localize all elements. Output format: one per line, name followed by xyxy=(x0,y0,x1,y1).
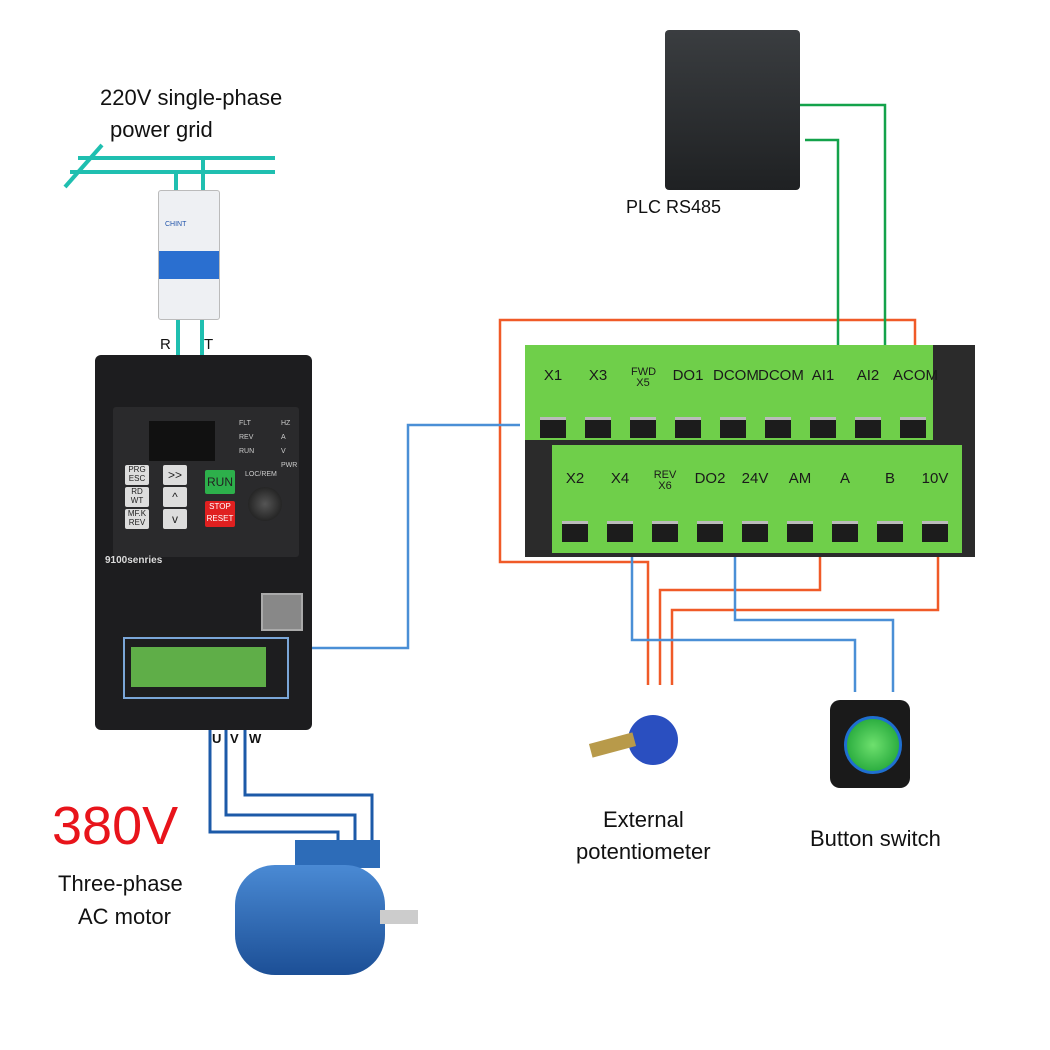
button-label: Button switch xyxy=(810,826,941,851)
terminal-0-label: X1 xyxy=(543,367,563,384)
terminal-6-label: AI1 xyxy=(811,367,835,384)
screw-hole[interactable] xyxy=(562,521,588,542)
stop-reset-key[interactable]: STOP RESET xyxy=(205,501,235,527)
speed-knob[interactable] xyxy=(248,487,282,521)
plc-label: PLC RS485 xyxy=(626,197,722,217)
circuit-breaker: CHINT xyxy=(158,190,220,320)
breaker-toggle xyxy=(159,251,219,279)
screw-hole[interactable] xyxy=(765,417,791,438)
screw-hole[interactable] xyxy=(832,521,858,542)
ac-motor xyxy=(235,840,418,985)
power-grid-lines xyxy=(63,143,275,358)
terminal-t: T xyxy=(204,336,214,353)
terminal-5-label: DCOM xyxy=(758,367,804,384)
led-pwr: PWR xyxy=(281,462,298,469)
shift-key[interactable]: >> xyxy=(163,465,187,485)
screw-hole[interactable] xyxy=(720,417,746,438)
terminal-b0-label: X2 xyxy=(565,470,585,487)
rj45-port xyxy=(261,593,303,631)
series-label: 9100senries xyxy=(105,555,163,566)
mfk-rev-key[interactable]: MF.K REV xyxy=(125,509,149,529)
terminal-8-label: ACOM xyxy=(893,367,938,384)
screw-hole[interactable] xyxy=(607,521,633,542)
potentiometer xyxy=(588,700,690,780)
screw-hole[interactable] xyxy=(652,521,678,542)
knob-label: LOC/REM xyxy=(245,471,277,478)
screw-hole[interactable] xyxy=(787,521,813,542)
rd-wt-key[interactable]: RD WT xyxy=(125,487,149,507)
terminal-b4-label: 24V xyxy=(741,470,769,487)
run-key[interactable]: RUN xyxy=(205,470,235,494)
up-key[interactable]: ^ xyxy=(163,487,187,507)
terminal-4-label: DCOM xyxy=(713,367,759,384)
screw-hole[interactable] xyxy=(540,417,566,438)
terminal-3-label: DO1 xyxy=(672,367,704,384)
vfd-inverter: PRG ESC RD WT MF.K REV >> ^ v RUN STOP R… xyxy=(95,355,312,730)
button-switch xyxy=(830,700,910,788)
terminal-b3-label: DO2 xyxy=(694,470,726,487)
down-key[interactable]: v xyxy=(163,509,187,529)
screw-hole[interactable] xyxy=(922,521,948,542)
terminal-v: V xyxy=(230,731,239,746)
motor-junction-box xyxy=(295,840,380,868)
terminal-7-label: AI2 xyxy=(856,367,880,384)
motor-label-2: AC motor xyxy=(78,904,171,929)
pot-body xyxy=(628,715,678,765)
terminal-b5-label: AM xyxy=(788,470,812,487)
led-hz: HZ xyxy=(281,420,291,427)
terminal-2-label: FWD X5 xyxy=(631,366,657,389)
voltage-label: 380V xyxy=(52,796,179,856)
terminal-b1-label: X4 xyxy=(610,470,630,487)
screw-hole[interactable] xyxy=(697,521,723,542)
control-terminal-highlight xyxy=(123,637,289,699)
led-a: A xyxy=(281,434,286,441)
led-rev: REV xyxy=(239,434,254,441)
screw-hole[interactable] xyxy=(810,417,836,438)
led-run: RUN xyxy=(239,448,255,455)
screw-hole[interactable] xyxy=(585,417,611,438)
terminal-b8-label: 10V xyxy=(921,470,949,487)
led-v: V xyxy=(281,448,286,455)
terminal-b2-label: REV X6 xyxy=(653,469,677,492)
pot-label-1: External xyxy=(603,807,684,832)
led-flt: FLT xyxy=(239,420,251,427)
screw-hole[interactable] xyxy=(675,417,701,438)
screw-hole[interactable] xyxy=(877,521,903,542)
breaker-brand: CHINT xyxy=(165,221,187,228)
terminal-b6-label: A xyxy=(839,470,850,487)
plc-device xyxy=(665,30,800,190)
screw-hole[interactable] xyxy=(630,417,656,438)
grid-label-2: power grid xyxy=(110,117,213,142)
motor-label-1: Three-phase xyxy=(58,871,183,896)
display xyxy=(149,421,215,461)
prg-esc-key[interactable]: PRG ESC xyxy=(125,465,149,485)
terminal-u: U xyxy=(212,731,222,746)
motor-wires xyxy=(208,730,374,840)
control-panel: PRG ESC RD WT MF.K REV >> ^ v RUN STOP R… xyxy=(113,407,299,557)
screw-hole[interactable] xyxy=(900,417,926,438)
green-button xyxy=(844,716,902,774)
terminal-b7-label: B xyxy=(884,470,895,487)
screw-hole[interactable] xyxy=(855,417,881,438)
terminal-r: R xyxy=(160,336,171,353)
mini-terminal-block xyxy=(131,647,266,687)
motor-shaft xyxy=(380,910,418,924)
motor-body xyxy=(235,865,385,975)
pot-shaft xyxy=(588,732,637,758)
pot-label-2: potentiometer xyxy=(576,839,711,864)
grid-label-1: 220V single-phase xyxy=(100,85,283,110)
screw-hole[interactable] xyxy=(742,521,768,542)
terminal-w: W xyxy=(249,731,262,746)
terminal-1-label: X3 xyxy=(588,367,608,384)
